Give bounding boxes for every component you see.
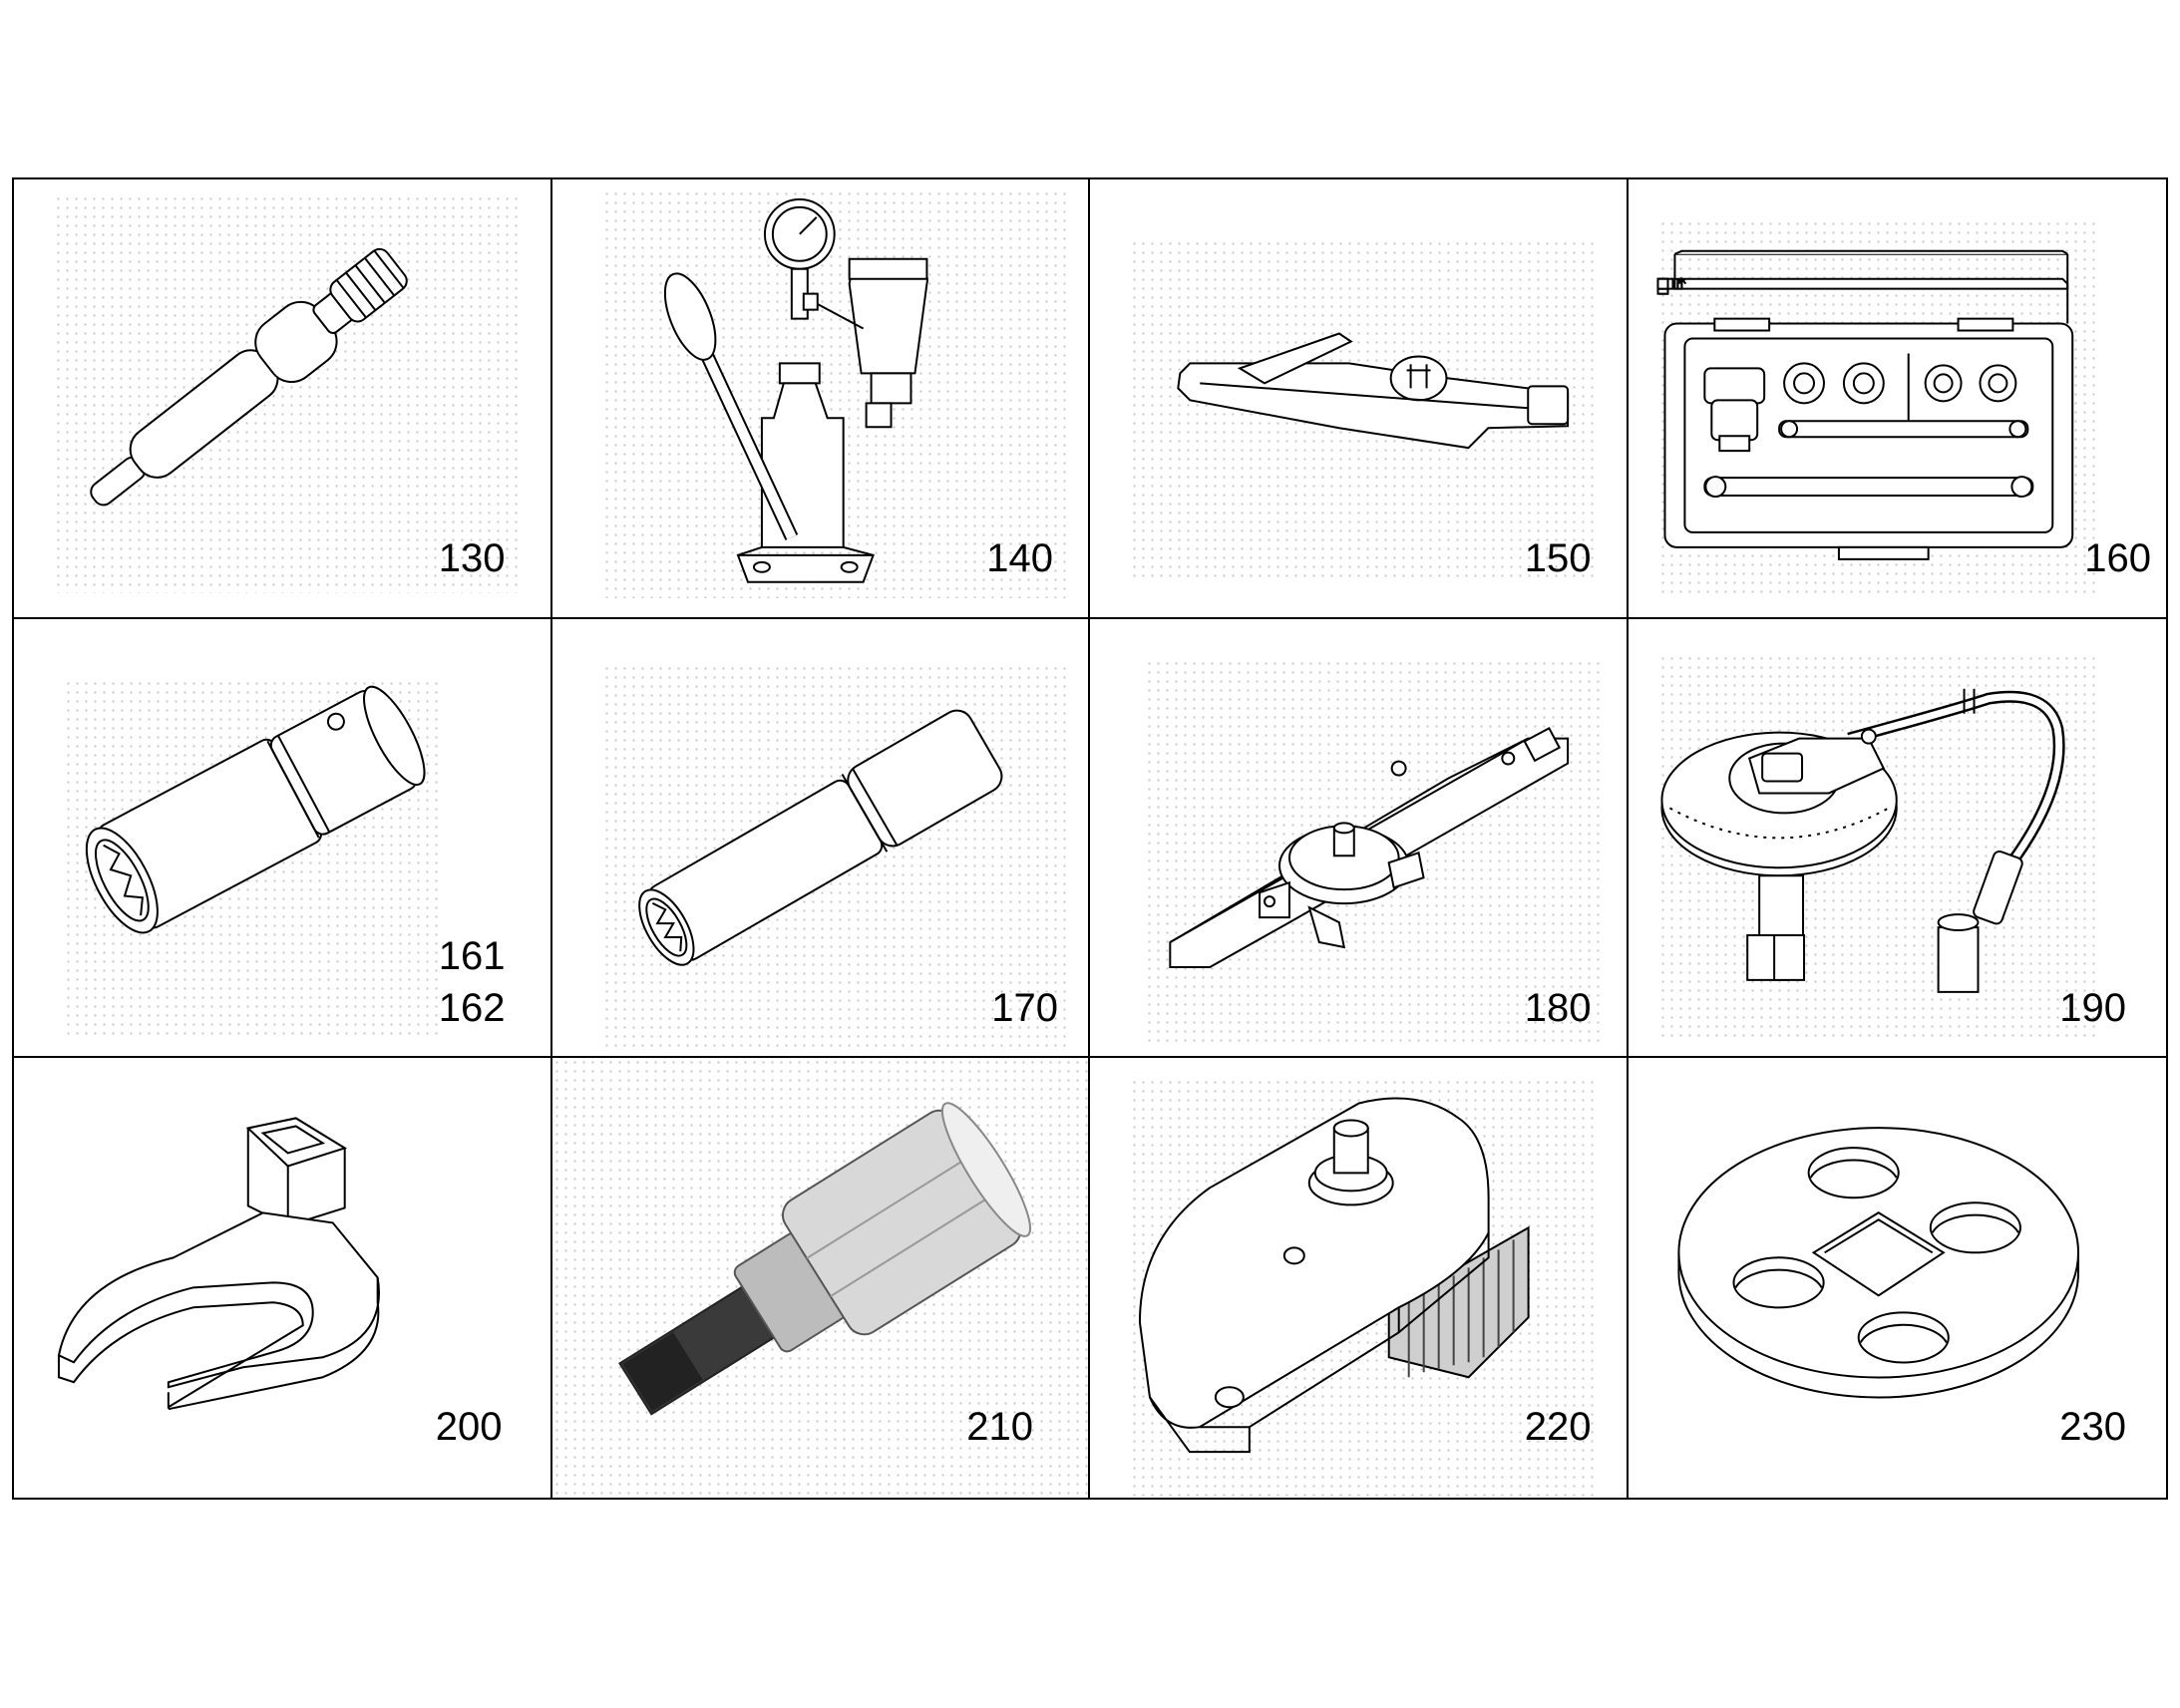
part-cell-140: 140 [551,179,1090,619]
part-cell-170: 170 [551,618,1090,1059]
crowfoot-wrench-icon [14,1058,550,1498]
part-number: 160 [2084,536,2151,580]
part-number: 170 [991,985,1058,1030]
part-cell-200: 200 [14,1058,552,1498]
part-cell-230: 230 [1629,1058,2167,1498]
part-cell-180: 180 [1090,618,1629,1059]
part-cell-130: 130 [14,179,552,619]
extension-bar-icon [14,179,550,617]
part-number: 180 [1524,985,1592,1030]
part-cell-161-162: 161 162 [14,618,552,1059]
part-number: 220 [1524,1405,1592,1450]
part-cell-210: 210 [551,1058,1090,1498]
spanner-plate-icon [1629,1058,2167,1498]
part-cell-160: 160 [1628,179,2167,619]
part-number: 162 [438,985,506,1030]
part-number: 130 [438,536,506,580]
part-cell-190: 190 [1628,619,2167,1059]
gear-turning-tool-icon [1090,1058,1627,1498]
socket-set-case-icon [1629,179,2167,617]
dial-torque-wrench-icon [1090,619,1627,1057]
hex-bit-socket-icon [552,1058,1089,1498]
long-socket-icon [552,619,1089,1057]
nozzle-tester-icon [552,179,1089,617]
part-number: 150 [1524,536,1592,580]
part-number: 190 [2059,985,2126,1030]
part-number: 140 [986,536,1053,580]
part-number: 210 [966,1405,1033,1450]
deep-socket-icon [14,619,550,1057]
part-number: 161 [438,933,506,978]
part-cell-220: 220 [1090,1058,1629,1498]
parts-grid: 130 140 [12,177,2168,1500]
angle-gauge-icon [1629,619,2167,1057]
part-cell-150: 150 [1090,179,1629,619]
part-number: 200 [435,1405,503,1450]
part-number: 230 [2059,1405,2126,1450]
torque-wrench-icon [1090,179,1627,617]
